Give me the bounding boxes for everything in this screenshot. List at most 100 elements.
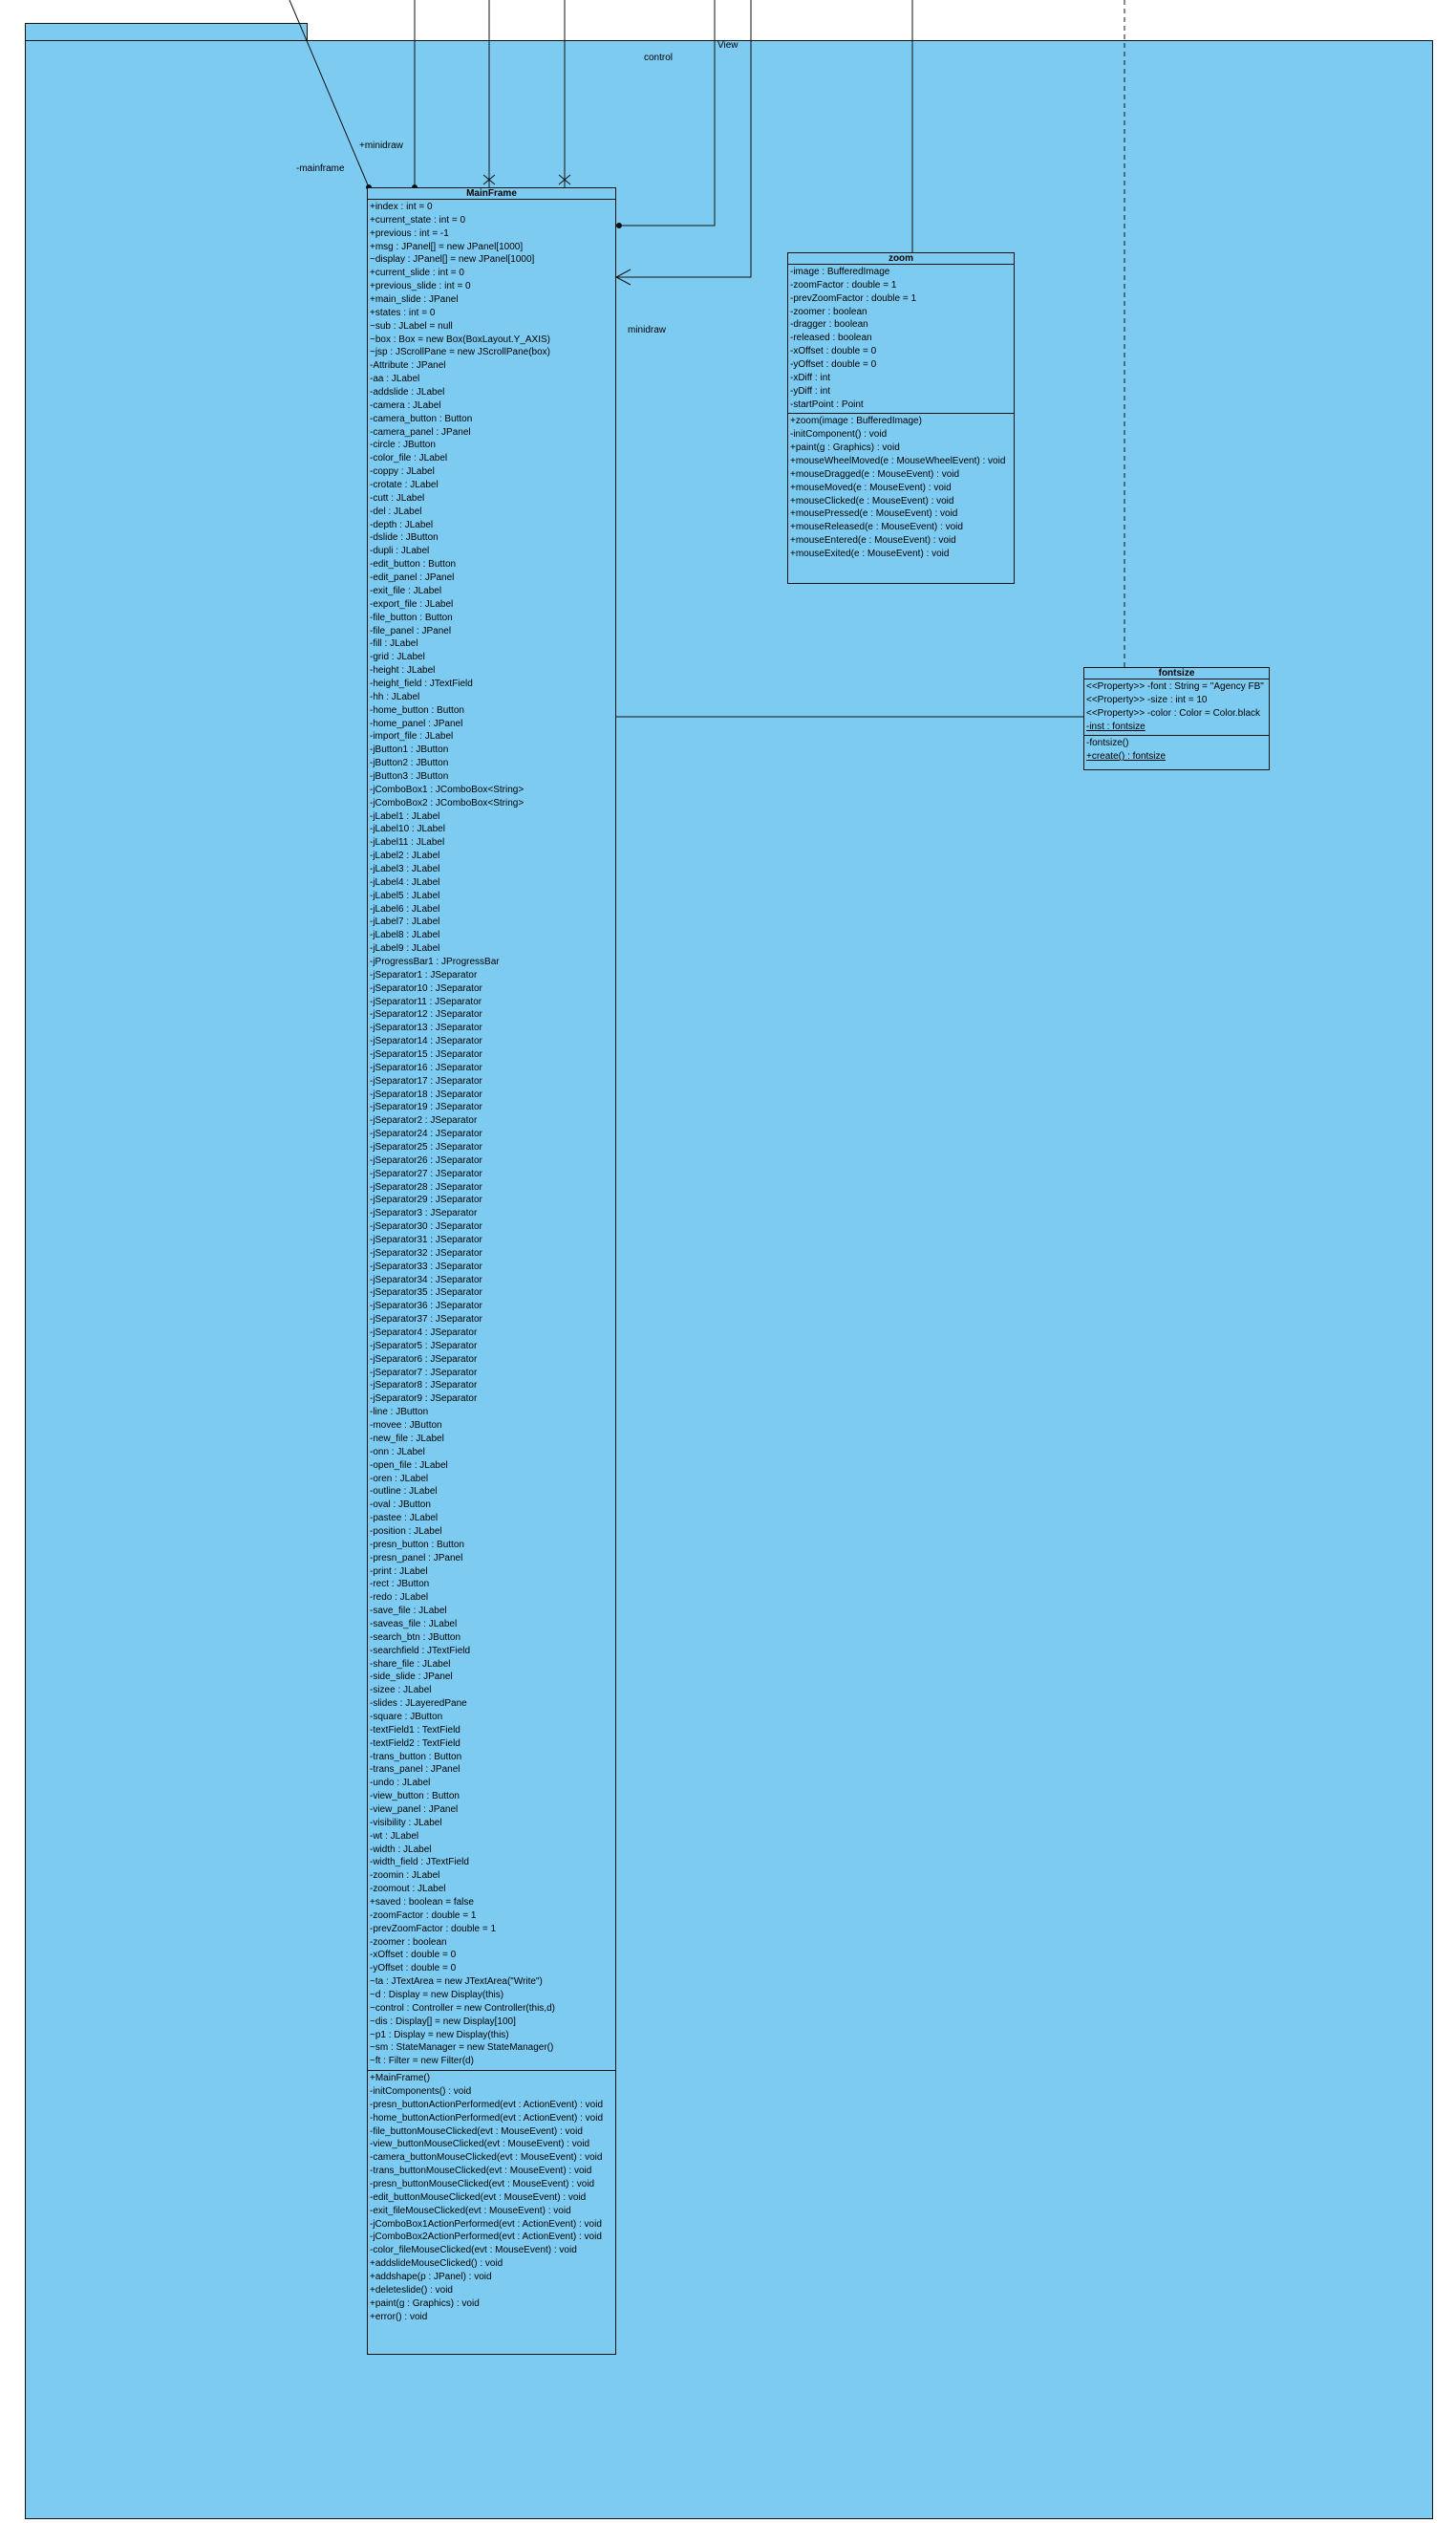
member-row: -jSeparator34 : JSeparator: [370, 1274, 482, 1285]
class-mainframe[interactable]: MainFrame +index : int = 0+current_state…: [367, 187, 616, 2355]
member-row: -file_button : Button: [370, 612, 453, 623]
member-row: -jLabel7 : JLabel: [370, 916, 440, 928]
member-row: -save_file : JLabel: [370, 1606, 447, 1617]
member-row: -jComboBox2 : JComboBox<String>: [370, 797, 525, 809]
member-row: -import_file : JLabel: [370, 731, 454, 743]
member-row: -search_btn : JButton: [370, 1631, 461, 1643]
member-row: -jSeparator12 : JSeparator: [370, 1009, 482, 1021]
member-row: -camera_panel : JPanel: [370, 426, 471, 438]
member-row: -jLabel9 : JLabel: [370, 943, 440, 955]
member-row: -jSeparator28 : JSeparator: [370, 1181, 482, 1193]
member-row: ~sm : StateManager = new StateManager(): [370, 2042, 554, 2054]
member-row: +mouseDragged(e : MouseEvent) : void: [790, 468, 960, 480]
member-row: -file_buttonMouseClicked(evt : MouseEven…: [370, 2125, 583, 2137]
member-row: +mouseReleased(e : MouseEvent) : void: [790, 522, 963, 533]
member-row: -jSeparator2 : JSeparator: [370, 1115, 478, 1127]
member-row: -yOffset : double = 0: [370, 1963, 457, 1974]
member-row: -jSeparator14 : JSeparator: [370, 1036, 482, 1047]
member-row: -square : JButton: [370, 1711, 443, 1722]
member-row: -grid : JLabel: [370, 652, 425, 663]
member-row: -startPoint : Point: [790, 399, 864, 410]
member-row: -yOffset : double = 0: [790, 359, 877, 371]
member-row: -oren : JLabel: [370, 1473, 429, 1484]
member-row: -width_field : JTextField: [370, 1857, 469, 1868]
member-row: ~ft : Filter = new Filter(d): [370, 2056, 474, 2067]
member-row: <<Property>> -size : int = 10: [1086, 694, 1208, 705]
x-mark-b: [558, 174, 571, 185]
member-row: -redo : JLabel: [370, 1592, 429, 1604]
member-row: -new_file : JLabel: [370, 1433, 444, 1444]
operations-section: -fontsize()+create() : fontsize: [1084, 735, 1269, 766]
member-row: ~control : Controller = new Controller(t…: [370, 2002, 555, 2014]
attributes-section: -image : BufferedImage-zoomFactor : doub…: [788, 265, 1014, 413]
operations-section: +MainFrame()-initComponents() : void-pre…: [368, 2070, 615, 2325]
member-row: +mouseMoved(e : MouseEvent) : void: [790, 482, 952, 493]
member-row: -jSeparator3 : JSeparator: [370, 1208, 478, 1219]
member-row: -fontsize(): [1086, 738, 1129, 749]
member-row: -jLabel11 : JLabel: [370, 837, 445, 849]
x-mark-a: [482, 174, 496, 185]
class-zoom[interactable]: zoom -image : BufferedImage-zoomFactor :…: [787, 252, 1015, 584]
member-row: -zoomer : boolean: [370, 1936, 447, 1948]
operations-section: +zoom(image : BufferedImage)-initCompone…: [788, 413, 1014, 562]
member-row: -trans_button : Button: [370, 1751, 462, 1762]
member-row: -width : JLabel: [370, 1844, 432, 1855]
member-row: -jLabel1 : JLabel: [370, 810, 440, 822]
member-row: -jSeparator25 : JSeparator: [370, 1142, 482, 1154]
member-row: -view_button : Button: [370, 1791, 460, 1802]
member-row: <<Property>> -font : String = "Agency FB…: [1086, 681, 1264, 692]
assoc-mainframe-line: [289, 0, 370, 188]
member-row: +MainFrame(): [370, 2073, 431, 2084]
class-fontsize[interactable]: fontsize <<Property>> -font : String = "…: [1083, 667, 1270, 770]
member-row: -jSeparator24 : JSeparator: [370, 1129, 482, 1140]
view-arrowhead: [614, 269, 632, 286]
member-row: -jLabel2 : JLabel: [370, 851, 440, 862]
member-row: -jSeparator19 : JSeparator: [370, 1102, 482, 1113]
member-row: ~box : Box = new Box(BoxLayout.Y_AXIS): [370, 334, 550, 345]
member-row: -jSeparator29 : JSeparator: [370, 1195, 482, 1206]
member-row: +addslideMouseClicked() : void: [370, 2258, 503, 2270]
member-row: +mouseClicked(e : MouseEvent) : void: [790, 495, 954, 507]
member-row: -home_buttonActionPerformed(evt : Action…: [370, 2112, 604, 2124]
member-row: -home_button : Button: [370, 704, 464, 716]
label-view: View: [717, 40, 739, 51]
member-row: -jSeparator27 : JSeparator: [370, 1168, 482, 1179]
member-row: ~ta : JTextArea = new JTextArea("Write"): [370, 1976, 543, 1988]
member-row: +zoom(image : BufferedImage): [790, 416, 922, 427]
member-row: <<Property>> -color : Color = Color.blac…: [1086, 707, 1261, 719]
class-name: MainFrame: [368, 188, 615, 200]
member-row: -jLabel4 : JLabel: [370, 876, 440, 888]
member-row: -jSeparator17 : JSeparator: [370, 1075, 482, 1087]
label-mainframe: -mainframe: [296, 163, 345, 174]
member-row: -position : JLabel: [370, 1525, 442, 1537]
member-row: -zoomFactor : double = 1: [370, 1909, 477, 1921]
member-row: -wt : JLabel: [370, 1830, 419, 1842]
attributes-section: <<Property>> -font : String = "Agency FB…: [1084, 679, 1269, 735]
member-row: ~dis : Display[] = new Display[100]: [370, 2016, 516, 2027]
attributes-section: +index : int = 0+current_state : int = 0…: [368, 200, 615, 2070]
member-row: -jComboBox1ActionPerformed(evt : ActionE…: [370, 2218, 602, 2230]
member-row: -rect : JButton: [370, 1579, 430, 1590]
member-row: +index : int = 0: [370, 202, 433, 212]
package-frame: [25, 40, 1433, 2519]
member-row: -xDiff : int: [790, 372, 831, 383]
member-row: +current_slide : int = 0: [370, 268, 464, 279]
member-row: -fill : JLabel: [370, 638, 418, 650]
member-row: -inst : fontsize: [1086, 721, 1146, 732]
member-row: -textField1 : TextField: [370, 1724, 460, 1736]
member-row: -jSeparator33 : JSeparator: [370, 1261, 482, 1272]
member-row: -color_fileMouseClicked(evt : MouseEvent…: [370, 2245, 577, 2256]
member-row: +previous_slide : int = 0: [370, 281, 471, 292]
member-row: -zoomer : boolean: [790, 306, 867, 317]
member-row: +addshape(p : JPanel) : void: [370, 2272, 492, 2283]
member-row: -jProgressBar1 : JProgressBar: [370, 956, 500, 967]
member-row: -jLabel8 : JLabel: [370, 930, 440, 941]
member-row: +mouseExited(e : MouseEvent) : void: [790, 549, 950, 560]
member-row: -edit_panel : JPanel: [370, 572, 455, 584]
member-row: ~jsp : JScrollPane = new JScrollPane(box…: [370, 347, 550, 358]
member-row: -jSeparator26 : JSeparator: [370, 1154, 482, 1166]
member-row: -jSeparator15 : JSeparator: [370, 1049, 482, 1060]
member-row: -file_panel : JPanel: [370, 625, 452, 636]
member-row: -prevZoomFactor : double = 1: [370, 1923, 497, 1934]
